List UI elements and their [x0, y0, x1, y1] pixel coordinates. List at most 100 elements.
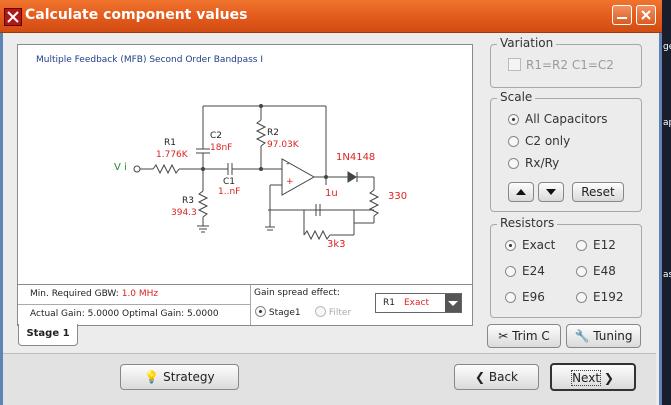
tuning-label: Tuning — [593, 329, 633, 343]
r2-value: 97.03K — [267, 140, 299, 150]
tuning-button[interactable]: 🔧 Tuning — [566, 324, 641, 348]
gain-spread-label: Gain spread effect: — [254, 288, 340, 298]
strip-text: ap — [663, 118, 671, 128]
back-button[interactable]: ❮ Back — [454, 364, 539, 390]
c2-value: 18nF — [210, 143, 233, 153]
close-icon — [641, 10, 651, 20]
dropdown-value: Exact — [404, 298, 430, 308]
trim-c-button[interactable]: ✂ Trim C — [487, 324, 561, 348]
resistor-option-label: E48 — [593, 264, 616, 278]
r3-value: 394.3 — [171, 208, 197, 218]
resistor-option-label: Exact — [522, 238, 556, 252]
scale-option-label: Rx/Ry — [525, 156, 560, 170]
radio-icon — [255, 306, 266, 317]
radio-icon — [576, 266, 587, 277]
resistors-label: Resistors — [497, 216, 558, 230]
chevron-down-icon — [445, 294, 461, 312]
minimize-button[interactable] — [612, 5, 632, 25]
gain-line: Actual Gain: 5.0000 Optimal Gain: 5.0000 — [30, 309, 219, 319]
checkbox-icon — [508, 58, 521, 71]
resistor-option-label: E96 — [522, 290, 545, 304]
resistor-option-exact[interactable]: Exact — [505, 238, 555, 252]
c2-name: C2 — [210, 131, 223, 141]
strip-text: ge — [663, 42, 671, 52]
c1-value: 1..nF — [218, 187, 241, 197]
circuit-title: Multiple Feedback (MFB) Second Order Ban… — [36, 55, 263, 65]
chevron-left-icon: ❮ — [474, 370, 486, 384]
gbw-value: 1.0 MHz — [121, 289, 159, 299]
stage1-radio[interactable]: Stage1 — [255, 306, 301, 318]
scale-label: Scale — [497, 90, 536, 104]
dropdown-name: R1 — [383, 298, 395, 308]
resistor-option-label: E192 — [593, 290, 624, 304]
footer-bar — [3, 354, 656, 405]
gbw-label: Min. Required GBW: — [30, 289, 119, 299]
arrow-down-icon — [546, 189, 556, 195]
next-label: Next — [571, 370, 602, 386]
minimize-icon — [617, 17, 627, 19]
radio-icon — [505, 240, 516, 251]
resistor-option-e96[interactable]: E96 — [505, 290, 545, 304]
resistors-group — [490, 224, 642, 318]
radio-icon — [576, 240, 587, 251]
strategy-button[interactable]: 💡 Strategy — [120, 364, 239, 390]
scale-option-c2-only[interactable]: C2 only — [508, 134, 570, 148]
title-bar: Calculate component values — [0, 0, 662, 33]
scale-down-button[interactable] — [538, 182, 564, 202]
r2-name: R2 — [267, 128, 279, 138]
window-title: Calculate component values — [25, 7, 248, 23]
lightbulb-icon: 💡 — [144, 370, 160, 384]
gbw-row: Min. Required GBW: 1.0 MHz — [30, 289, 158, 299]
r3-name: R3 — [182, 196, 194, 206]
stage1-label: Stage1 — [268, 308, 301, 318]
diode-label: 1N4148 — [336, 152, 376, 163]
app-icon — [4, 8, 22, 26]
reset-button[interactable]: Reset — [572, 182, 624, 202]
strategy-label: Strategy — [163, 370, 215, 384]
strip-text: as — [663, 270, 671, 280]
opamp-plus: + — [286, 177, 294, 187]
scissors-icon: ✂ — [498, 329, 509, 343]
c1-name: C1 — [223, 177, 236, 187]
scale-option-label: All Capacitors — [525, 112, 608, 126]
close-button[interactable] — [636, 5, 656, 25]
radio-icon — [505, 266, 516, 277]
variation-option-label: R1=R2 C1=C2 — [526, 58, 614, 72]
wrench-icon: 🔧 — [574, 329, 590, 343]
circuit-diagram — [133, 104, 380, 241]
circuit-canvas: V i R1 1.776K C2 18nF R2 97.03K C1 1..nF… — [17, 44, 473, 285]
arrow-up-icon — [516, 189, 526, 195]
resistor-option-label: E24 — [522, 264, 545, 278]
resistor-option-e192[interactable]: E192 — [576, 290, 624, 304]
variation-group — [490, 44, 642, 88]
divider — [18, 304, 250, 305]
chevron-right-icon: ❯ — [603, 371, 614, 385]
resistor-option-e12[interactable]: E12 — [576, 238, 616, 252]
scale-option-rx-ry[interactable]: Rx/Ry — [508, 156, 559, 170]
back-label: Back — [488, 370, 519, 384]
footer-divider — [3, 353, 656, 354]
scale-up-button[interactable] — [508, 182, 534, 202]
tab-stage-1[interactable]: Stage 1 — [18, 324, 78, 346]
next-button[interactable]: Next ❯ — [550, 363, 636, 391]
scale-option-all-capacitors[interactable]: All Capacitors — [508, 112, 608, 126]
cap-fb-label: 1u — [325, 188, 338, 199]
opamp-minus: - — [286, 159, 290, 169]
resistor-option-e24[interactable]: E24 — [505, 264, 545, 278]
variation-label: Variation — [497, 36, 557, 50]
radio-icon — [508, 158, 519, 169]
r-load-label: 330 — [388, 191, 408, 202]
radio-icon — [508, 136, 519, 147]
scale-option-label: C2 only — [525, 134, 571, 148]
input-label: V i — [114, 162, 127, 173]
variation-checkbox[interactable]: R1=R2 C1=C2 — [508, 58, 614, 72]
filter-label: Filter — [328, 308, 352, 318]
resistor-option-e48[interactable]: E48 — [576, 264, 616, 278]
r1-value: 1.776K — [156, 150, 188, 160]
background-window-strip: ge ap as — [662, 0, 671, 405]
filter-radio[interactable]: Filter — [315, 306, 351, 318]
trim-c-label: Trim C — [512, 329, 550, 343]
resistor-dropdown[interactable]: R1 Exact — [375, 293, 462, 313]
r-fb-label: 3k3 — [327, 239, 346, 250]
radio-icon — [576, 292, 587, 303]
